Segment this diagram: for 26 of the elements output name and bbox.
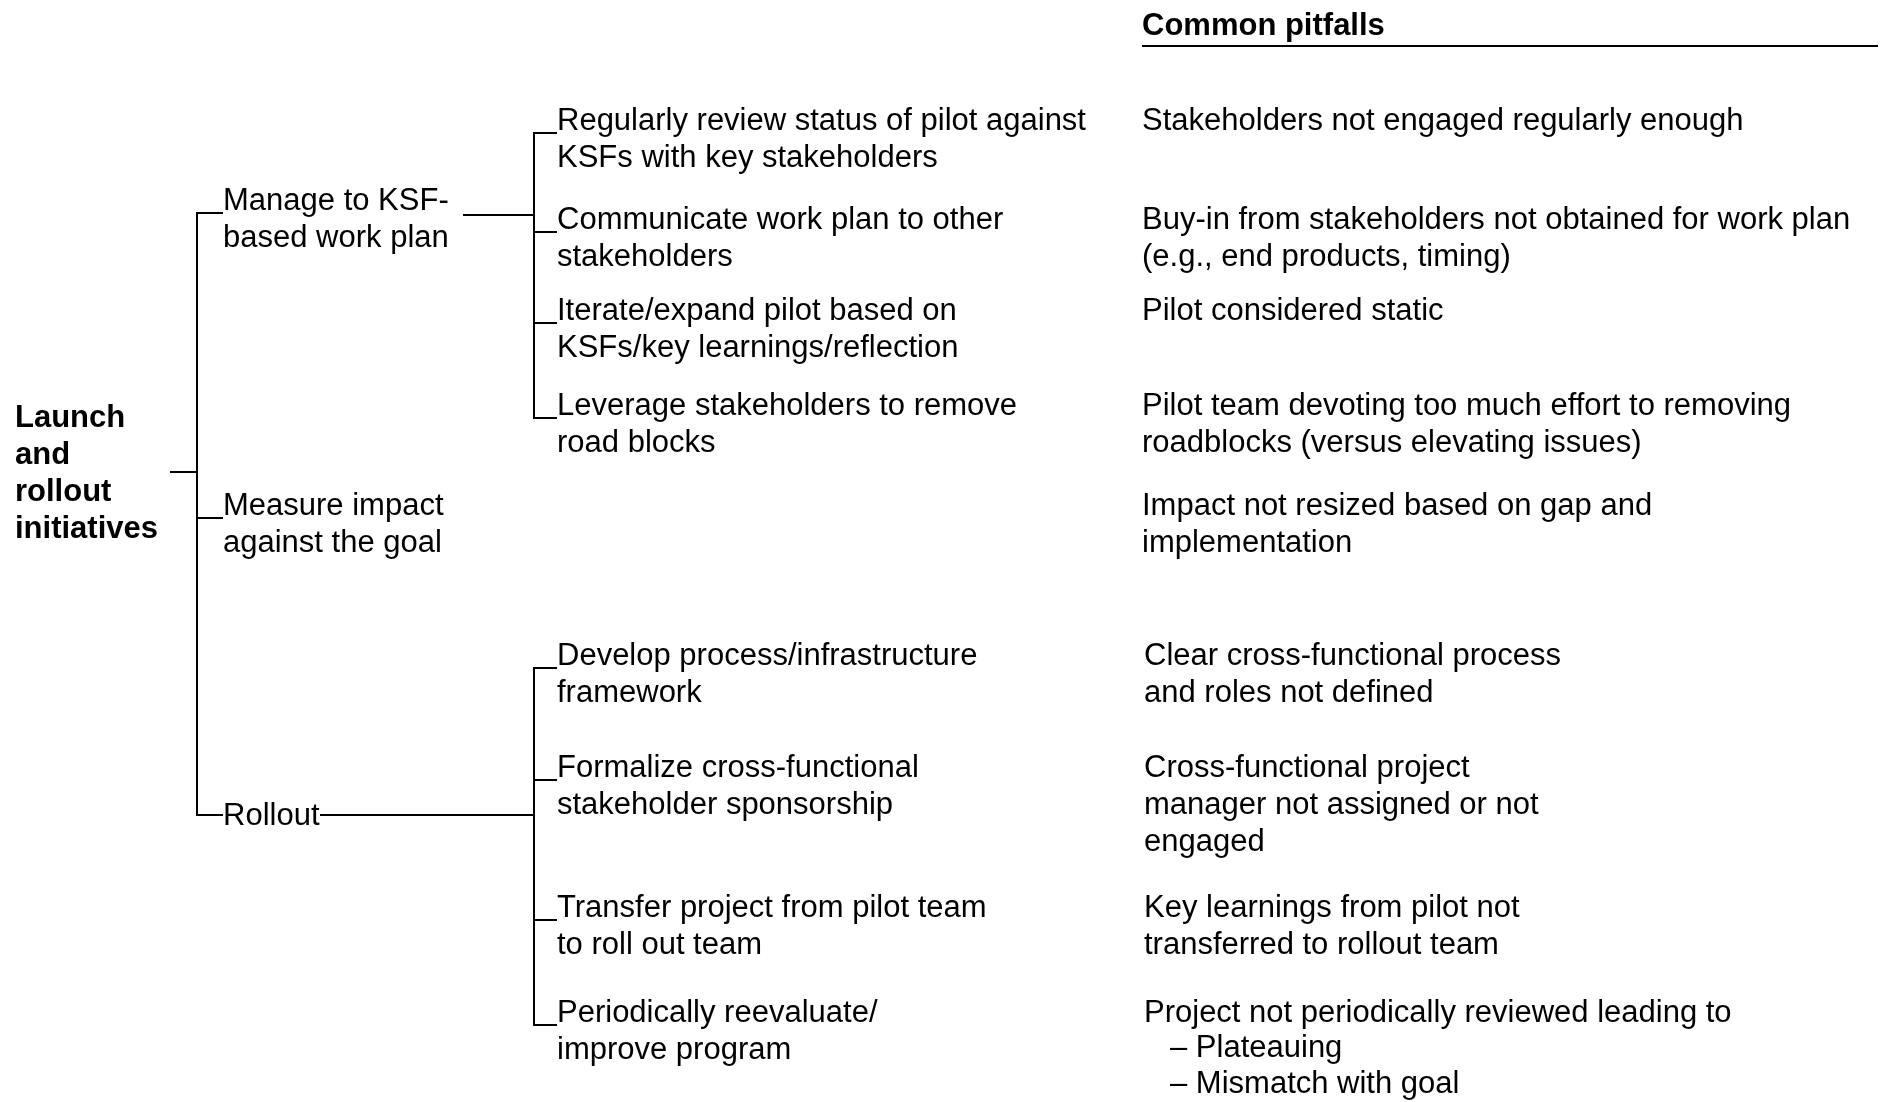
tree-item: Measure impact against the goal: [223, 486, 463, 560]
tree-item: Periodically reevaluate/ improve program: [557, 993, 907, 1067]
pitfall-text: – Plateauing: [1170, 1029, 1343, 1065]
pitfall-text: Clear cross-functional process and roles not defined: [1144, 636, 1562, 710]
tree-item: Leverage stakeholders to remove road blocks: [557, 386, 1047, 460]
tree-item: Develop process/infrastructure framework: [557, 636, 1007, 710]
column-heading: Common pitfalls: [1142, 6, 1385, 43]
tree-item: Communicate work plan to other stakeholders: [557, 200, 1027, 274]
tree-item: Rollout: [223, 796, 320, 833]
tree-item: Formalize cross-functional stakeholder sponsorship: [557, 748, 957, 822]
pitfall-text: Cross-functional project manager not assigned or not engaged: [1144, 748, 1540, 859]
pitfall-text: Pilot considered static: [1142, 291, 1444, 328]
bracket-connector: [319, 814, 558, 1026]
tree-item: Regularly review status of pilot against KSFs with key stakeholders: [557, 101, 1117, 175]
bracket-connector: [169, 471, 224, 816]
pitfall-text: – Mismatch with goal: [1170, 1064, 1460, 1101]
pitfall-text: Project not periodically reviewed leading to: [1144, 993, 1732, 1030]
pitfall-text: Impact not resized based on gap and implementation: [1142, 486, 1654, 560]
pitfall-text: Buy-in from stakeholders not obtained for work plan (e.g., end products, timing): [1142, 200, 1852, 274]
tree-item: Iterate/expand pilot based on KSFs/key learnings/reflection: [557, 291, 977, 365]
tree-item: Transfer project from pilot team to roll out team: [557, 888, 1017, 962]
root-heading: Launch and rollout initiatives: [15, 398, 170, 546]
pitfall-text: Key learnings from pilot not transferred to rollout team: [1144, 888, 1521, 962]
pitfall-text: Stakeholders not engaged regularly enough: [1142, 101, 1744, 138]
pitfall-text: Pilot team devoting too much effort to removing roadblocks (versus elevating issues): [1142, 386, 1793, 460]
tree-item: Manage to KSF-based work plan: [223, 181, 463, 255]
